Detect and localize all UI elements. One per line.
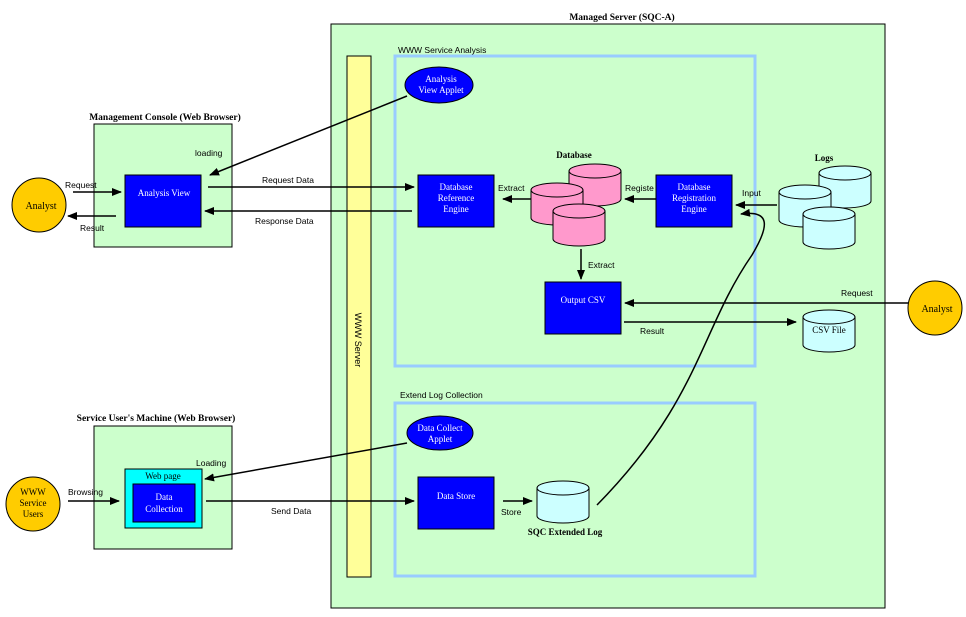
database-label: Database <box>556 150 592 160</box>
applet-loading-arrow <box>209 95 408 176</box>
reg-engine-line3: Engine <box>681 204 707 214</box>
extended-log-cylinder <box>536 480 590 524</box>
www-users-line1: WWW <box>20 487 46 497</box>
service-analysis-title: WWW Service Analysis <box>398 45 486 55</box>
output-csv-box <box>544 281 622 335</box>
www-server-bar <box>346 55 372 578</box>
console-loading-label: loading <box>195 148 223 158</box>
result-left-label: Result <box>80 223 105 233</box>
analyst-right <box>907 280 963 336</box>
data-collection-line2: Collection <box>145 504 183 514</box>
database-reference-engine <box>417 174 495 228</box>
data-collect-applet-line1: Data Collect <box>417 423 463 433</box>
analysis-view-applet <box>404 66 474 104</box>
management-console-title: Management Console (Web Browser) <box>89 112 241 123</box>
data-collection-line1: Data <box>156 492 173 502</box>
ref-engine-line3: Engine <box>443 204 469 214</box>
extract-left-label: Extract <box>498 183 525 193</box>
input-label: Input <box>742 188 762 198</box>
extended-log-label: SQC Extended Log <box>528 527 603 537</box>
database-cylinder <box>552 203 606 247</box>
analyst-right-label: Analyst <box>921 304 952 315</box>
www-users-line2: Service <box>20 498 47 508</box>
store-label: Store <box>501 507 522 517</box>
analysis-view-applet-line2: View Applet <box>418 85 464 95</box>
extend-log-title: Extend Log Collection <box>400 390 483 400</box>
analysis-view-label: Analysis View <box>138 188 191 198</box>
data-store-label: Data Store <box>437 491 475 501</box>
database-cylinders <box>530 163 622 247</box>
analysis-view-applet-line1: Analysis <box>425 74 457 84</box>
machine-loading-label: Loading <box>196 458 227 468</box>
register-label: Registe <box>625 183 654 193</box>
logs-label: Logs <box>815 153 834 163</box>
www-users-line3: Users <box>23 509 44 519</box>
service-user-machine-title: Service User's Machine (Web Browser) <box>77 413 236 424</box>
extended-log-to-registration-arrow <box>596 208 766 506</box>
request-right-label: Request <box>841 288 873 298</box>
logs-cylinders <box>778 165 872 250</box>
output-csv-label: Output CSV <box>561 295 606 305</box>
managed-server-title: Managed Server (SQC-A) <box>569 12 674 23</box>
collect-applet-loading-arrow <box>204 442 408 482</box>
data-store-box <box>417 476 495 530</box>
ref-engine-line2: Reference <box>438 193 474 203</box>
request-left-label: Request <box>65 180 97 190</box>
database-registration-engine <box>655 174 733 228</box>
log-cylinder <box>818 165 872 209</box>
send-data-label: Send Data <box>271 506 311 516</box>
csv-file-cylinder <box>802 309 856 353</box>
result-right-label: Result <box>640 326 665 336</box>
browsing-label: Browsing <box>68 487 103 497</box>
reg-engine-line1: Database <box>678 182 711 192</box>
data-collect-applet <box>406 415 474 451</box>
ref-engine-line1: Database <box>440 182 473 192</box>
analyst-left <box>11 177 67 233</box>
extract-down-label: Extract <box>588 260 615 270</box>
database-cylinder <box>568 163 622 207</box>
data-collect-applet-line2: Applet <box>428 434 453 444</box>
www-server-label: WWW Server <box>353 313 363 368</box>
log-cylinder <box>802 206 856 250</box>
response-data-label: Response Data <box>255 216 314 226</box>
reg-engine-line2: Registration <box>672 193 716 203</box>
analyst-left-label: Analyst <box>25 201 56 212</box>
csv-file-label: CSV File <box>812 325 846 335</box>
request-data-label: Request Data <box>262 175 314 185</box>
extend-log-frame <box>393 401 757 578</box>
analysis-view-box <box>124 174 202 228</box>
web-page-label: Web page <box>145 471 181 481</box>
data-collection-box <box>132 483 196 523</box>
www-service-users <box>5 476 61 532</box>
